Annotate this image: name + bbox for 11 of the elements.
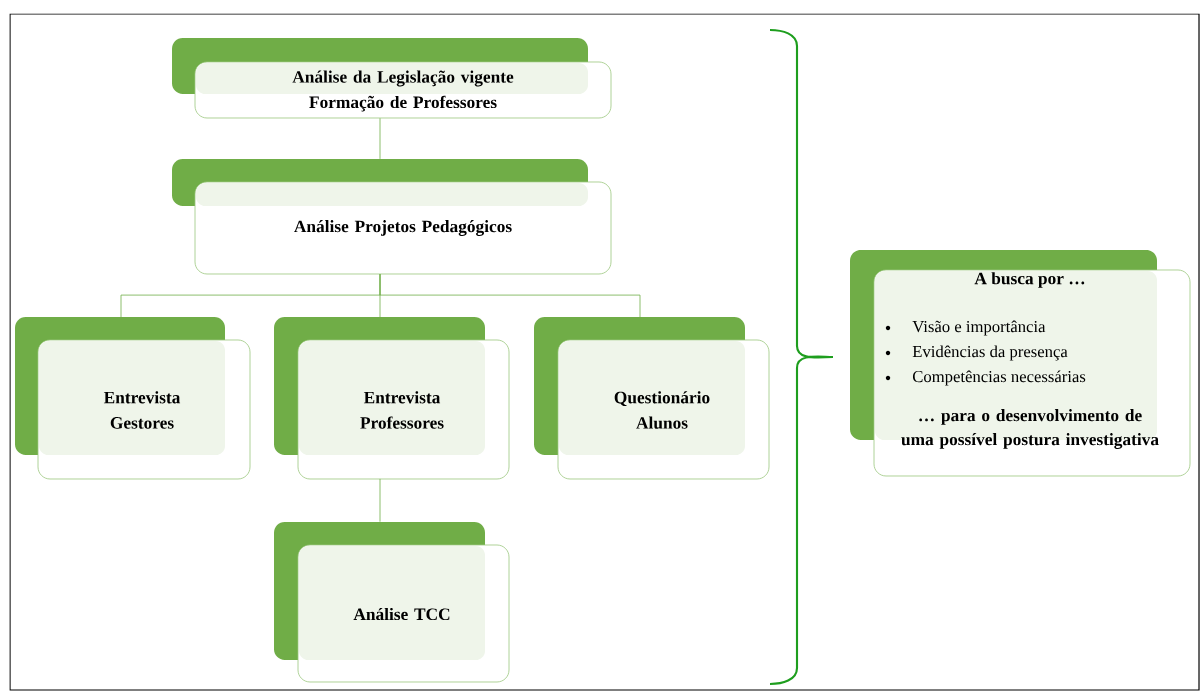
process-box: Análise Projetos Pedagógicos: [172, 159, 612, 275]
process-box: Entrevista Gestores: [15, 317, 251, 480]
connector-line: [379, 273, 641, 318]
process-box: A busca por … Visão e importância Evidências da presença Competências necessárias … para o desenvolvimento de uma possível postura investigativa: [850, 250, 1191, 477]
node-label: Formação de Professores: [309, 95, 497, 112]
process-box: Questionário Alunos: [534, 317, 770, 480]
process-box: Análise TCC: [274, 522, 510, 683]
process-box: Entrevista Professores: [274, 317, 510, 480]
connector-line: [379, 478, 381, 523]
connector-line: [379, 117, 381, 160]
process-box: Análise da Legislação vigente Formação de Professores: [172, 38, 612, 119]
